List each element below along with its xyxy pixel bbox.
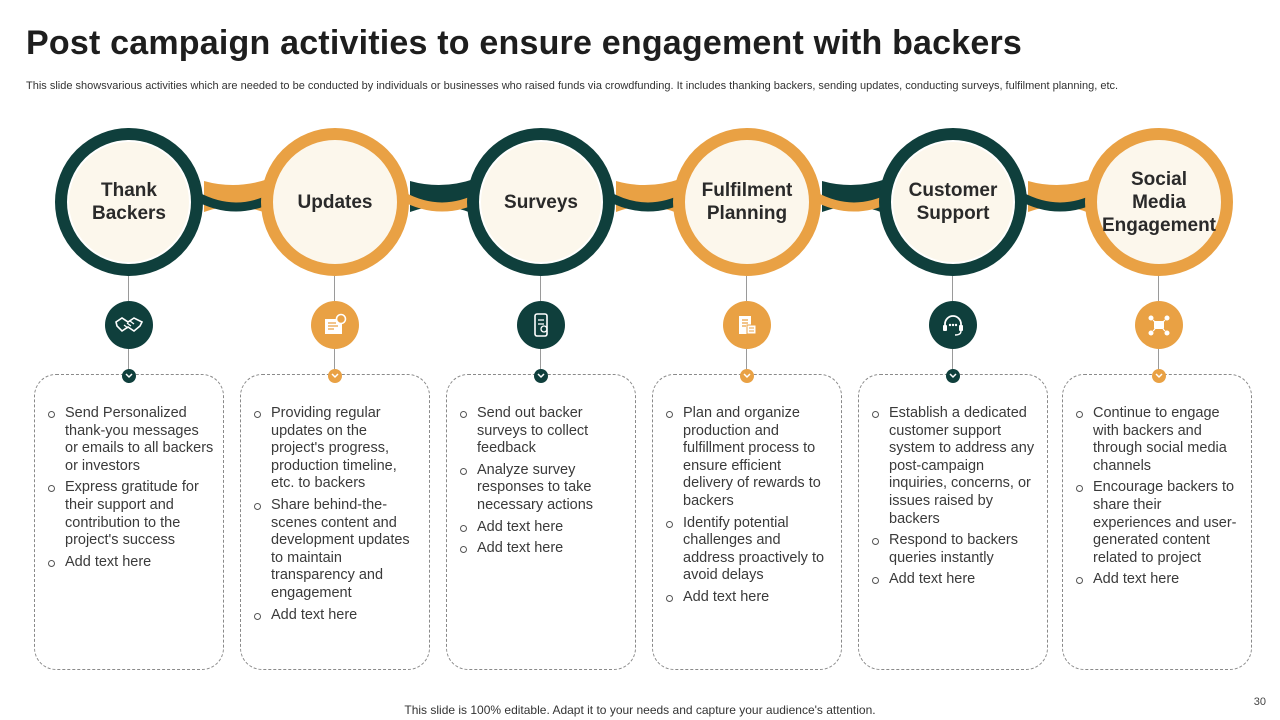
step-label: Updates xyxy=(297,191,373,213)
chevron-down-icon xyxy=(328,369,342,383)
step-thank-backers: Thank Backers Send Personalized thank-yo… xyxy=(34,0,239,720)
step-circle: Fulfilment Planning xyxy=(673,128,821,276)
chevron-down-icon xyxy=(740,369,754,383)
step-label: Customer Support xyxy=(908,180,998,224)
step-card: Providing regular updates on the project… xyxy=(240,374,430,670)
social-network-icon xyxy=(1135,301,1183,349)
bullet-circle-icon xyxy=(666,594,673,602)
list-item: Add text here xyxy=(47,554,215,572)
slide-title: Post campaign activities to ensure engag… xyxy=(26,24,1023,62)
bullet-circle-icon xyxy=(460,467,467,475)
bullet-circle-icon xyxy=(872,411,879,418)
list-item: Add text here xyxy=(1075,571,1243,589)
step-surveys: Surveys Send out backer surveys to colle… xyxy=(446,0,651,720)
page-number: 30 xyxy=(1253,696,1266,708)
list-item: Analyze survey responses to take necessa… xyxy=(459,462,627,515)
step-card: Establish a dedicated customer support s… xyxy=(858,374,1048,670)
list-item: Encourage backers to share their experie… xyxy=(1075,479,1243,567)
chevron-down-icon xyxy=(122,369,136,383)
step-card: Plan and organize production and fulfill… xyxy=(652,374,842,670)
bullet-circle-icon xyxy=(1076,577,1083,585)
bullet-circle-icon xyxy=(254,612,261,620)
list-item: Continue to engage with backers and thro… xyxy=(1075,405,1243,475)
list-item: Add text here xyxy=(459,519,627,537)
bullet-circle-icon xyxy=(460,411,467,418)
step-label: Surveys xyxy=(504,191,578,213)
step-label: Fulfilment Planning xyxy=(701,180,793,224)
bullet-circle-icon xyxy=(872,538,879,546)
step-label: Social Media Engagement xyxy=(1101,168,1217,236)
bullet-circle-icon xyxy=(254,502,261,510)
step-circle: Customer Support xyxy=(879,128,1027,276)
step-circle: Surveys xyxy=(467,128,615,276)
bullet-circle-icon xyxy=(666,520,673,528)
list-item: Add text here xyxy=(253,607,421,625)
bullet-circle-icon xyxy=(254,411,261,418)
list-item: Share behind-the-scenes content and deve… xyxy=(253,497,421,603)
step-circle: Social Media Engagement xyxy=(1085,128,1233,276)
bullet-circle-icon xyxy=(666,411,673,418)
slide-subtitle: This slide showsvarious activities which… xyxy=(26,80,1119,92)
chevron-down-icon xyxy=(534,369,548,383)
update-document-icon xyxy=(311,301,359,349)
step-updates: Updates Providing regular updates on the… xyxy=(240,0,445,720)
step-social-media-engagement: Social Media Engagement Continue to enga… xyxy=(1062,0,1269,720)
bullet-circle-icon xyxy=(1076,411,1083,418)
list-item: Respond to backers queries instantly xyxy=(871,532,1039,567)
chevron-down-icon xyxy=(1152,369,1166,383)
step-customer-support: Customer Support Establish a dedicated c… xyxy=(858,0,1063,720)
planning-calendar-icon xyxy=(723,301,771,349)
handshake-icon xyxy=(105,301,153,349)
step-fulfilment-planning: Fulfilment Planning Plan and organize pr… xyxy=(652,0,857,720)
list-item: Add text here xyxy=(665,589,833,607)
step-circle: Updates xyxy=(261,128,409,276)
list-item: Identify potential challenges and addres… xyxy=(665,515,833,585)
step-card: Send Personalized thank-you messages or … xyxy=(34,374,224,670)
list-item: Send Personalized thank-you messages or … xyxy=(47,405,215,475)
list-item: Establish a dedicated customer support s… xyxy=(871,405,1039,528)
chevron-down-icon xyxy=(946,369,960,383)
step-label: Thank Backers xyxy=(92,180,166,224)
step-circle: Thank Backers xyxy=(55,128,203,276)
list-item: Plan and organize production and fulfill… xyxy=(665,405,833,511)
bullet-circle-icon xyxy=(48,411,55,418)
step-card: Send out backer surveys to collect feedb… xyxy=(446,374,636,670)
slide-footer: This slide is 100% editable. Adapt it to… xyxy=(404,703,876,717)
bullet-circle-icon xyxy=(1076,485,1083,493)
list-item: Send out backer surveys to collect feedb… xyxy=(459,405,627,458)
bullet-circle-icon xyxy=(48,485,55,493)
bullet-circle-icon xyxy=(460,524,467,532)
step-card: Continue to engage with backers and thro… xyxy=(1062,374,1252,670)
bullet-circle-icon xyxy=(48,559,55,567)
headset-support-icon xyxy=(929,301,977,349)
list-item: Add text here xyxy=(871,571,1039,589)
list-item: Express gratitude for their support and … xyxy=(47,479,215,549)
list-item: Providing regular updates on the project… xyxy=(253,405,421,493)
list-item: Add text here xyxy=(459,540,627,558)
bullet-circle-icon xyxy=(460,546,467,554)
bullet-circle-icon xyxy=(872,577,879,585)
mobile-survey-icon xyxy=(517,301,565,349)
